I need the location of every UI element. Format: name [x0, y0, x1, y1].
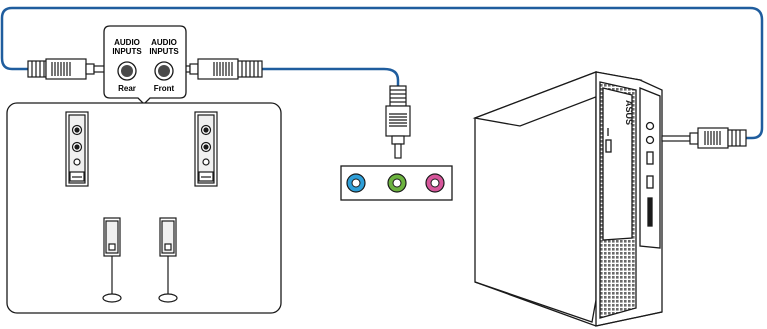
usb-port-1[interactable] [646, 151, 654, 165]
speakers-group [6, 102, 282, 314]
plug-pc[interactable] [661, 127, 747, 149]
front-speaker-left [65, 111, 89, 187]
plug-front[interactable] [177, 58, 263, 80]
pc-brand-logo: ASUS [624, 100, 634, 125]
front-input-jack[interactable] [154, 61, 174, 81]
desktop-pc: ASUS [472, 71, 663, 327]
speaker-input-panel: AUDIO INPUTS AUDIO INPUTS Rear Front [103, 25, 187, 105]
audio-jack-panel [340, 165, 453, 201]
headphone-port[interactable] [645, 121, 655, 131]
card-reader-slot[interactable] [647, 197, 653, 227]
rear-speaker-right [158, 217, 178, 303]
cable-rear-to-pc [0, 6, 764, 140]
rear-input-title-line2: INPUTS [112, 47, 142, 56]
rear-input-jack[interactable] [117, 61, 137, 81]
line-out-jack-green[interactable] [387, 173, 407, 193]
plug-lineout[interactable] [385, 85, 411, 159]
mic-jack-pink[interactable] [425, 173, 445, 193]
mic-port[interactable] [645, 135, 655, 145]
front-input-title-line2: INPUTS [149, 47, 179, 56]
rear-input-label: Rear [118, 84, 136, 93]
plug-rear[interactable] [27, 58, 107, 80]
front-input-title-line1: AUDIO [151, 38, 177, 47]
front-speaker-right [194, 111, 218, 187]
rear-input-title-line1: AUDIO [114, 38, 140, 47]
usb-port-2[interactable] [646, 175, 654, 189]
cable-loop-top [0, 6, 764, 140]
front-input-label: Front [154, 84, 175, 93]
line-in-jack-blue[interactable] [346, 173, 366, 193]
rear-speaker-left [102, 217, 122, 303]
cable-front-to-lineout [262, 67, 400, 86]
